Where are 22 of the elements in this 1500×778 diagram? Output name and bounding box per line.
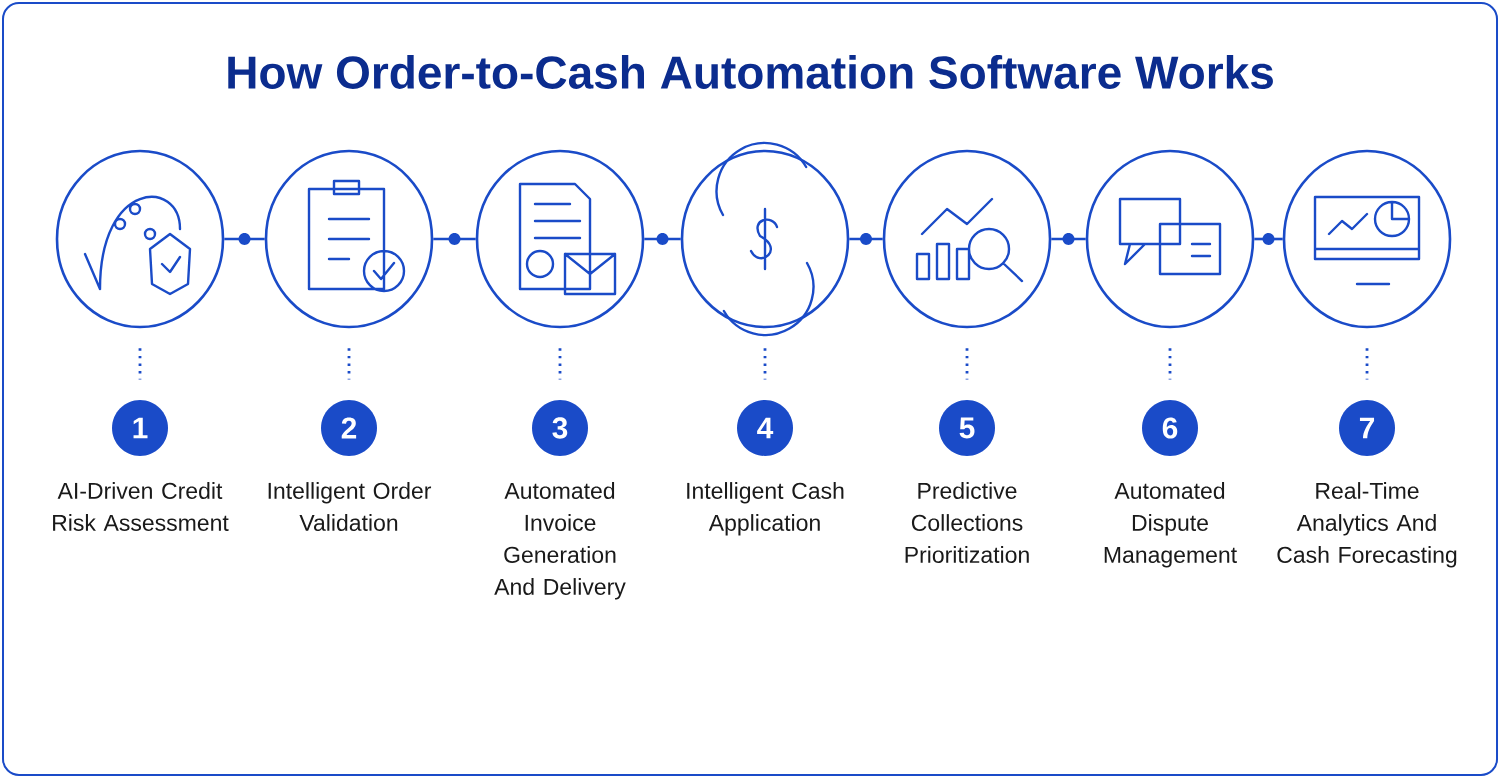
step-label: AI-Driven Credit Risk Assessment xyxy=(53,482,229,531)
icon-circle xyxy=(1085,149,1255,329)
title: How Order-to-Cash Automation Software Works xyxy=(228,55,1273,89)
number-badge: 7 xyxy=(1339,400,1395,456)
icon-circle xyxy=(55,149,225,329)
number-badge: 4 xyxy=(737,400,793,456)
icon-circle xyxy=(264,149,434,329)
step-label: Real-Time Analytics And Cash Forecasting xyxy=(1277,482,1457,568)
number-badge: 2 xyxy=(321,400,377,456)
step-label: Automated Dispute Management xyxy=(1104,482,1237,568)
step-label: Intelligent Order Validation xyxy=(268,482,432,531)
number-badge: 3 xyxy=(532,400,588,456)
number-badge: 5 xyxy=(939,400,995,456)
step-label: Automated Invoice Generation And Delivery xyxy=(494,482,626,600)
number-badge: 6 xyxy=(1142,400,1198,456)
number-badge: 1 xyxy=(112,400,168,456)
icon-circle xyxy=(680,149,850,329)
icon-circle xyxy=(882,149,1052,329)
step-label: Predictive Collections Prioritization xyxy=(905,482,1029,563)
step-label: Intelligent Cash Application xyxy=(687,482,844,536)
icon-circle xyxy=(475,149,645,329)
icon-circle xyxy=(1282,149,1452,329)
